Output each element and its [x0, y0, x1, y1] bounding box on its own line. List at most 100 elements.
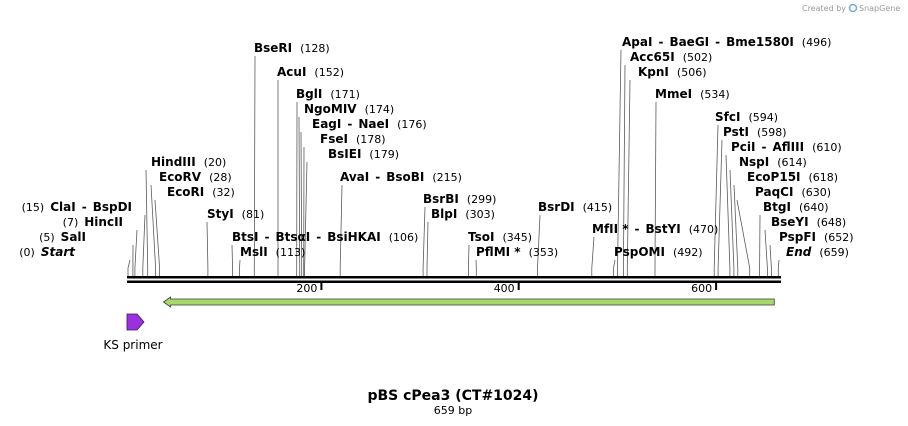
enzyme-name: EagI — [312, 117, 341, 131]
site-label[interactable]: MslI(113) — [240, 245, 305, 259]
site-label[interactable]: BseRI(128) — [254, 41, 330, 55]
site-label[interactable]: PspOMI(492) — [614, 245, 703, 259]
enzyme-name: Bme1580I — [726, 35, 794, 49]
enzyme-name: BtgI — [763, 200, 791, 214]
site-separator: - — [82, 200, 87, 214]
ks-primer-feature: KS primer — [103, 313, 163, 352]
site-leader-line — [422, 206, 426, 276]
enzyme-name: KpnI — [638, 65, 669, 79]
site-position: (598) — [757, 126, 787, 139]
site-leader-line — [468, 244, 470, 276]
site-label[interactable]: (5)SalI — [39, 230, 86, 244]
site-label[interactable]: HindIII(20) — [151, 155, 226, 169]
site-position: (353) — [529, 246, 559, 259]
site-label[interactable]: FseI(178) — [320, 132, 386, 146]
site-leader-line — [239, 259, 241, 276]
enzyme-name: BtsI — [232, 230, 259, 244]
site-leader-line — [736, 199, 751, 276]
enzyme-name: BlpI — [431, 207, 457, 221]
site-label[interactable]: AcuI(152) — [277, 65, 344, 79]
enzyme-name: BseYI — [771, 215, 809, 229]
site-label[interactable]: End(659) — [786, 245, 849, 259]
site-label[interactable]: TsoI (345) — [468, 230, 532, 244]
site-label[interactable]: (15)ClaI-BspDI — [22, 200, 132, 214]
site-leader-line — [300, 131, 303, 276]
tick-mark — [715, 282, 718, 290]
site-label[interactable]: PflMI * (353) — [476, 245, 558, 259]
enzyme-name: TsoI — [468, 230, 494, 244]
site-leader-line — [717, 139, 723, 276]
site-leader-line — [304, 161, 308, 276]
site-label[interactable]: EcoP15I(618) — [747, 170, 838, 184]
site-separator: - — [316, 230, 321, 244]
enzyme-name: PspFI — [779, 230, 816, 244]
site-label[interactable]: EcoRV(28) — [159, 170, 232, 184]
site-label[interactable]: StyI(81) — [207, 207, 264, 221]
site-position: (614) — [777, 156, 807, 169]
site-position: (152) — [314, 66, 344, 79]
enzyme-name: PstI — [723, 125, 749, 139]
site-label[interactable]: KpnI(506) — [638, 65, 707, 79]
site-leader-line — [537, 214, 541, 276]
site-label[interactable]: BsrBI(299) — [423, 192, 496, 206]
site-label[interactable]: BsrDI(415) — [538, 200, 612, 214]
site-label[interactable]: AvaI-BsoBI(215) — [340, 170, 462, 184]
site-label[interactable]: ApaI-BaeGI-Bme1580I(496) — [622, 35, 831, 49]
site-position: (496) — [802, 36, 832, 49]
site-label[interactable]: Acc65I(502) — [630, 50, 712, 64]
site-label[interactable]: (7)HincII — [63, 215, 123, 229]
site-label[interactable]: NgoMIV(174) — [304, 102, 394, 116]
site-leader-line — [142, 214, 146, 276]
site-position: (594) — [748, 111, 778, 124]
enzyme-name: PflMI * — [476, 245, 521, 259]
site-label[interactable]: PspFI(652) — [779, 230, 854, 244]
site-leader-line — [725, 154, 731, 276]
site-position: (345) — [502, 231, 532, 244]
site-label[interactable]: PstI (598) — [723, 125, 787, 139]
site-separator: - — [265, 230, 270, 244]
site-position: (176) — [397, 118, 427, 131]
enzyme-name: MfII * — [592, 222, 629, 236]
site-position: (128) — [300, 42, 330, 55]
credit-prefix: Created by — [802, 4, 846, 13]
enzyme-name: PaqCI — [755, 185, 793, 199]
site-label[interactable]: MfII *-BstYI(470) — [592, 222, 718, 236]
site-position: (534) — [700, 88, 730, 101]
enzyme-name: BsrDI — [538, 200, 575, 214]
site-label[interactable]: BlpI (303) — [431, 207, 495, 221]
site-leader-line — [206, 221, 209, 276]
site-position: (174) — [365, 103, 395, 116]
enzyme-name: BglI — [296, 87, 322, 101]
primer-arrow-icon[interactable] — [126, 313, 145, 331]
site-position: (303) — [465, 208, 495, 221]
site-position: (640) — [799, 201, 829, 214]
site-leader-line — [769, 244, 772, 276]
enzyme-name: ClaI — [50, 200, 75, 214]
site-label[interactable]: BseYI(648) — [771, 215, 846, 229]
enzyme-name: StyI — [207, 207, 234, 221]
site-separator: - — [715, 35, 720, 49]
enzyme-name: FseI — [320, 132, 348, 146]
site-label[interactable]: BtgI (640) — [763, 200, 829, 214]
site-label[interactable]: EcoRI(32) — [167, 185, 235, 199]
site-label[interactable]: (0)Start — [19, 245, 76, 259]
site-leader-line — [613, 259, 616, 276]
enzyme-name: PspOMI — [614, 245, 665, 259]
site-label[interactable]: BtsI-BtsαI-BsiHKAI(106) — [232, 230, 418, 244]
site-label[interactable]: BsIEI(179) — [328, 147, 399, 161]
site-label[interactable]: BglI(171) — [296, 87, 360, 101]
enzyme-name: EcoRV — [159, 170, 202, 184]
site-leader-line — [713, 124, 719, 276]
site-position: (5) — [39, 231, 55, 244]
site-position: (618) — [809, 171, 839, 184]
site-leader-line — [127, 259, 131, 276]
site-label[interactable]: SfcI(594) — [715, 110, 778, 124]
orf-arrow-shape[interactable] — [162, 296, 775, 308]
site-label[interactable]: NspI(614) — [739, 155, 807, 169]
site-label[interactable]: PaqCI(630) — [755, 185, 831, 199]
site-label[interactable]: MmeI(534) — [655, 87, 730, 101]
site-label[interactable]: PciI-AflIII(610) — [731, 140, 842, 154]
site-labels: (0)Start(5)SalI(7)HincII(15)ClaI-BspDI Hi… — [19, 35, 853, 259]
site-label[interactable]: EagI-NaeI(176) — [312, 117, 427, 131]
backbone-top-strand — [127, 276, 781, 279]
